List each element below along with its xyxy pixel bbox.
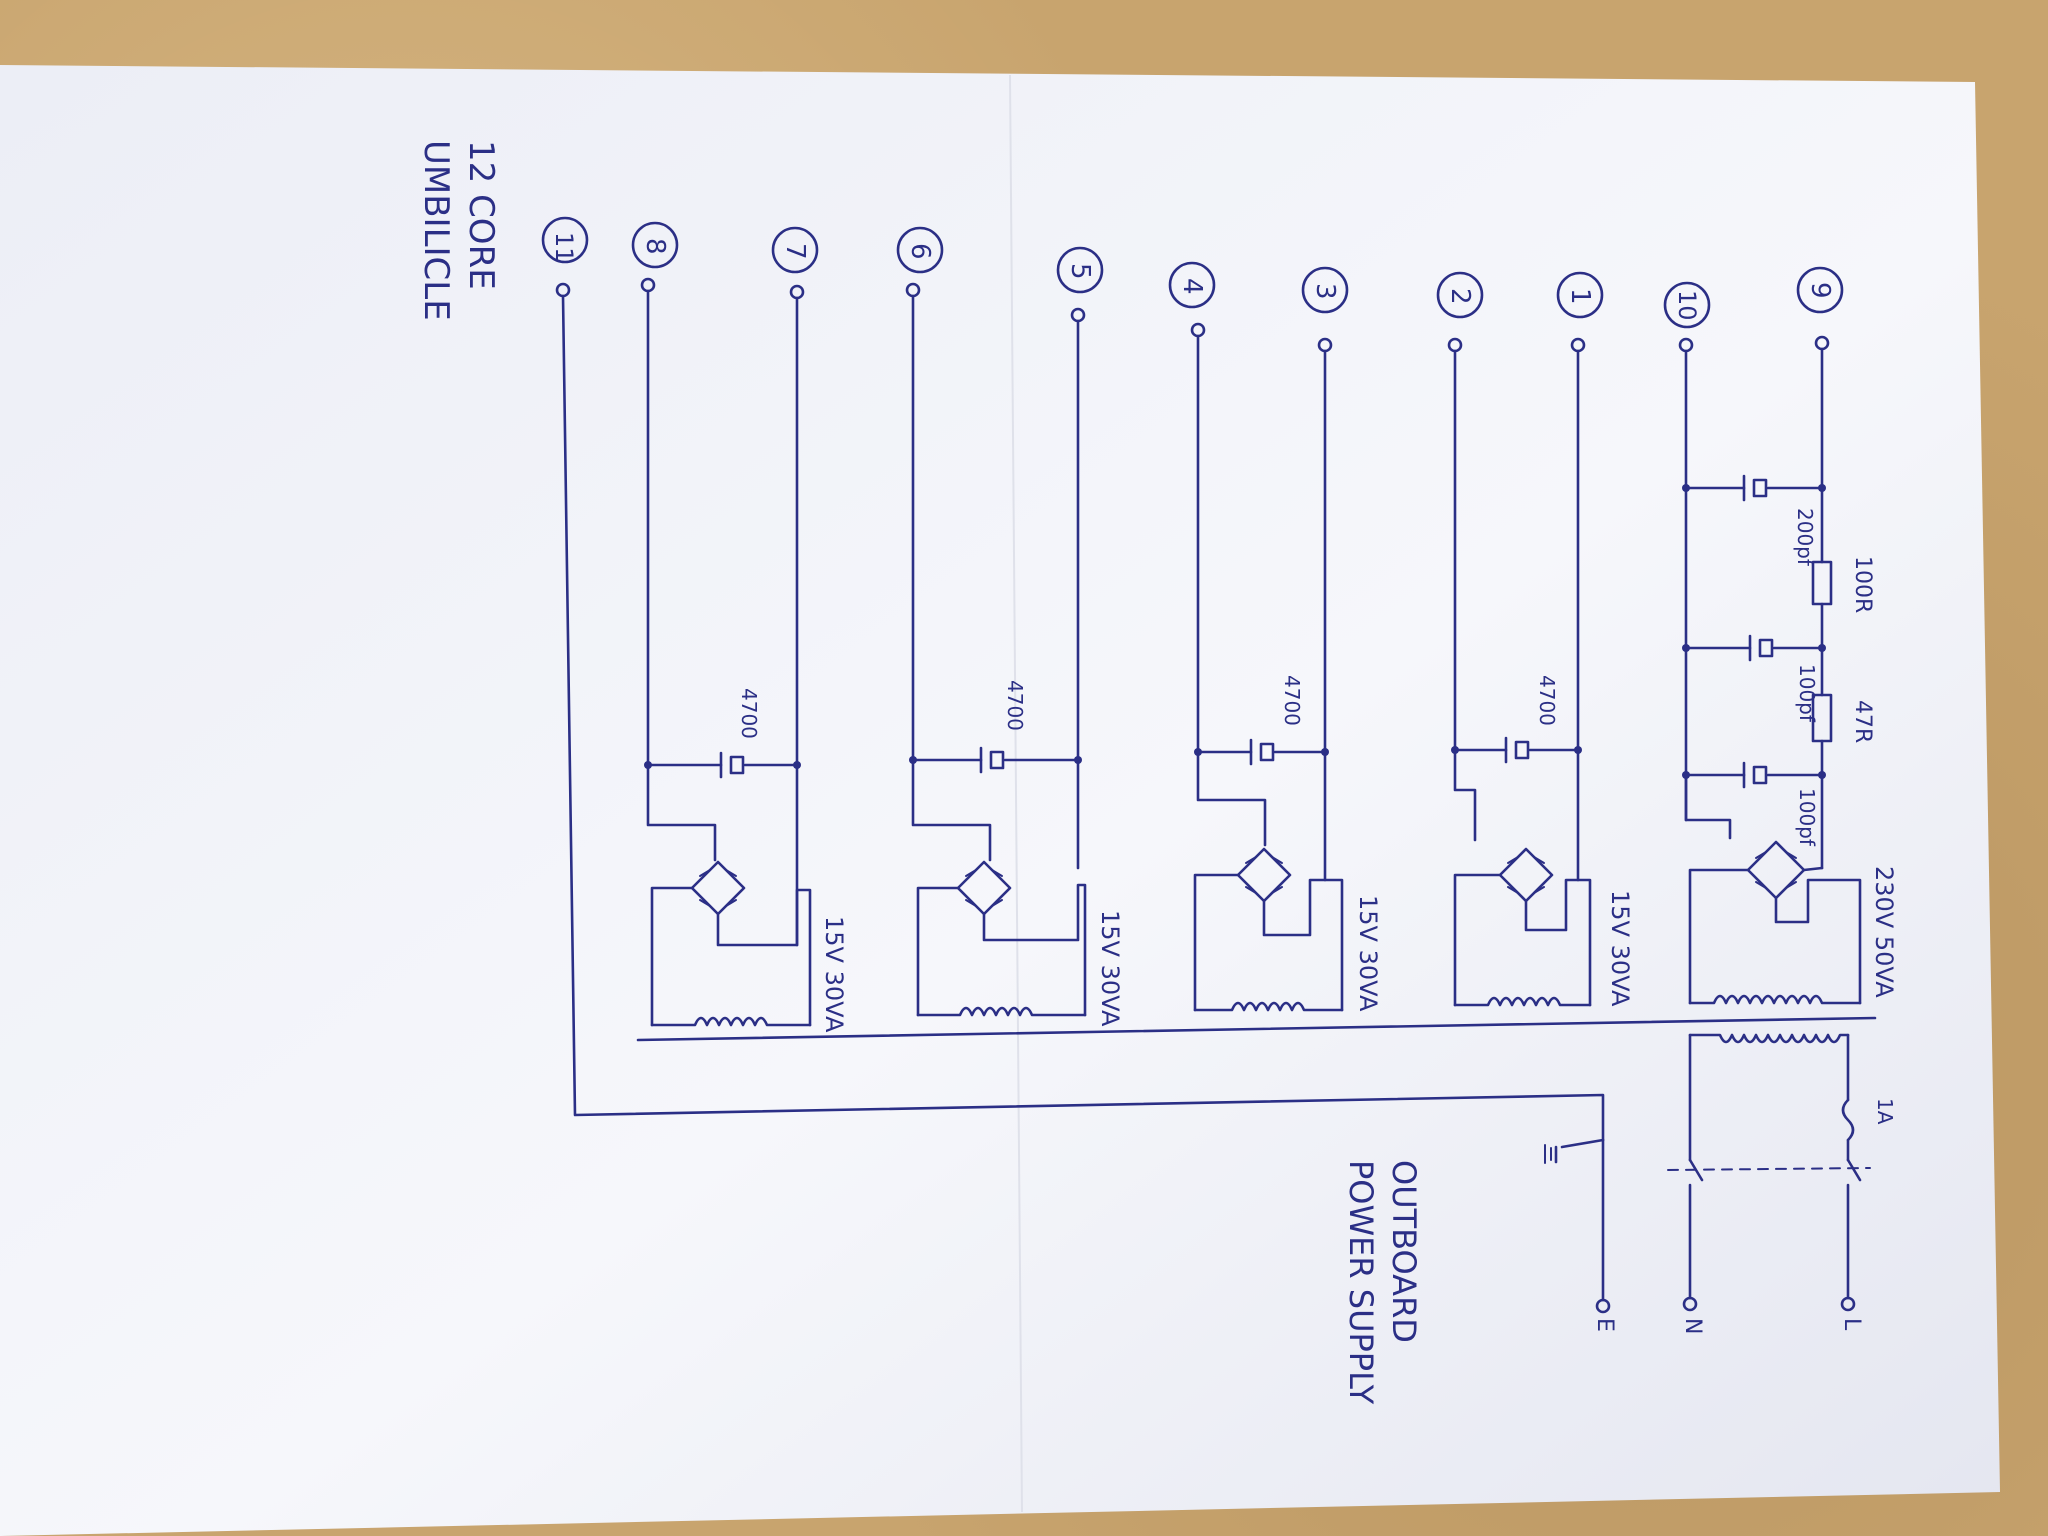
pin-2-circle — [1436, 271, 1484, 319]
pin-7-label: 7 — [780, 243, 810, 260]
pin-10-circle — [1663, 281, 1711, 329]
umbilical-label-line-2: UMBILICLE — [416, 140, 456, 321]
mains-switch[interactable] — [1846, 1158, 1862, 1182]
fuse-label: 1A — [1873, 1098, 1897, 1125]
terminal-e[interactable] — [1595, 1298, 1611, 1314]
cap-100pf-1-label: 100pf — [1795, 664, 1819, 723]
pin-6-label: 6 — [905, 243, 935, 260]
pin-3-circle — [1301, 266, 1349, 314]
pin-6-circle — [896, 226, 944, 274]
cap-100pf-2-label: 100pf — [1795, 788, 1819, 847]
supply-section-5: 4700 15V 30VA — [644, 289, 848, 1033]
pin-11-circle — [541, 216, 589, 264]
transformer-1-rating: 230V 50VA — [1870, 866, 1898, 998]
pin-3-label: 3 — [1310, 283, 1340, 300]
cap-200pf-label: 200pf — [1793, 508, 1817, 567]
pin-7-circle — [771, 226, 819, 274]
paper-fold — [1009, 74, 1023, 1513]
pin-2-label: 2 — [1445, 288, 1475, 305]
terminal-n[interactable] — [1682, 1296, 1698, 1312]
cap-4700-b-label: 4700 — [1280, 675, 1304, 726]
pin-markers: 9 10 1 2 3 4 5 6 7 8 11 — [541, 216, 1844, 353]
paper-sheet — [0, 65, 2000, 1536]
terminal-l[interactable] — [1840, 1296, 1856, 1312]
primary-section: 1A L N E — [1592, 1033, 1897, 1334]
supply-section-3: 4700 15V 30VA — [1193, 334, 1382, 1012]
cap-4700-c — [989, 750, 1005, 770]
pin-1-circle — [1556, 271, 1604, 319]
terminal-e-label: E — [1592, 1318, 1617, 1332]
resistor-47r-label: 47R — [1850, 700, 1875, 743]
cap-100pf-2 — [1752, 765, 1768, 785]
transformer-3-rating: 15V 30VA — [1354, 895, 1382, 1012]
transformer-4-rating: 15V 30VA — [1096, 910, 1124, 1027]
pin-9-circle — [1796, 266, 1844, 314]
umbilical-label-line-1: 12 CORE — [461, 140, 501, 290]
pin-8-label: 8 — [640, 238, 670, 255]
terminal-n-label: N — [1680, 1318, 1705, 1334]
transformer-core — [636, 1016, 1877, 1042]
cap-4700-b — [1259, 742, 1275, 762]
cap-200pf — [1752, 478, 1768, 498]
supply-section-2: 4700 15V 30VA — [1451, 349, 1634, 1007]
pin-5-circle — [1056, 246, 1104, 294]
pin-8-circle — [631, 221, 679, 269]
terminal-l-label: L — [1839, 1318, 1864, 1331]
supply-section-4: 4700 15V 30VA — [909, 294, 1124, 1027]
cap-4700-d — [729, 755, 745, 775]
primary-coil — [1688, 1033, 1850, 1044]
cap-4700-d-label: 4700 — [737, 688, 761, 739]
resistor-100r-label: 100R — [1850, 556, 1875, 613]
title-line-2: POWER SUPPLY — [1342, 1160, 1380, 1405]
cap-100pf-1 — [1758, 638, 1774, 658]
earth-wire — [561, 294, 1605, 1142]
coil-230v — [1688, 994, 1862, 1005]
pin-1-label: 1 — [1565, 288, 1595, 305]
filter-section: 100R 47R 200pf 100pf 100pf 230V 50VA — [1682, 347, 1898, 1005]
cap-4700-c-label: 4700 — [1003, 680, 1027, 731]
cap-4700-a — [1514, 740, 1530, 760]
pin-10-label: 10 — [1673, 290, 1701, 321]
pin-9-label: 9 — [1805, 282, 1835, 299]
transformer-5-rating: 15V 30VA — [820, 916, 848, 1033]
pin-5-label: 5 — [1065, 263, 1095, 280]
fuse — [1841, 1098, 1855, 1142]
pin-4-label: 4 — [1177, 278, 1207, 295]
transformer-2-rating: 15V 30VA — [1606, 890, 1634, 1007]
pin-11-label: 11 — [550, 232, 578, 263]
title-line-1: OUTBOARD — [1385, 1160, 1423, 1343]
cap-4700-a-label: 4700 — [1535, 675, 1559, 726]
pin-4-circle — [1168, 261, 1216, 309]
